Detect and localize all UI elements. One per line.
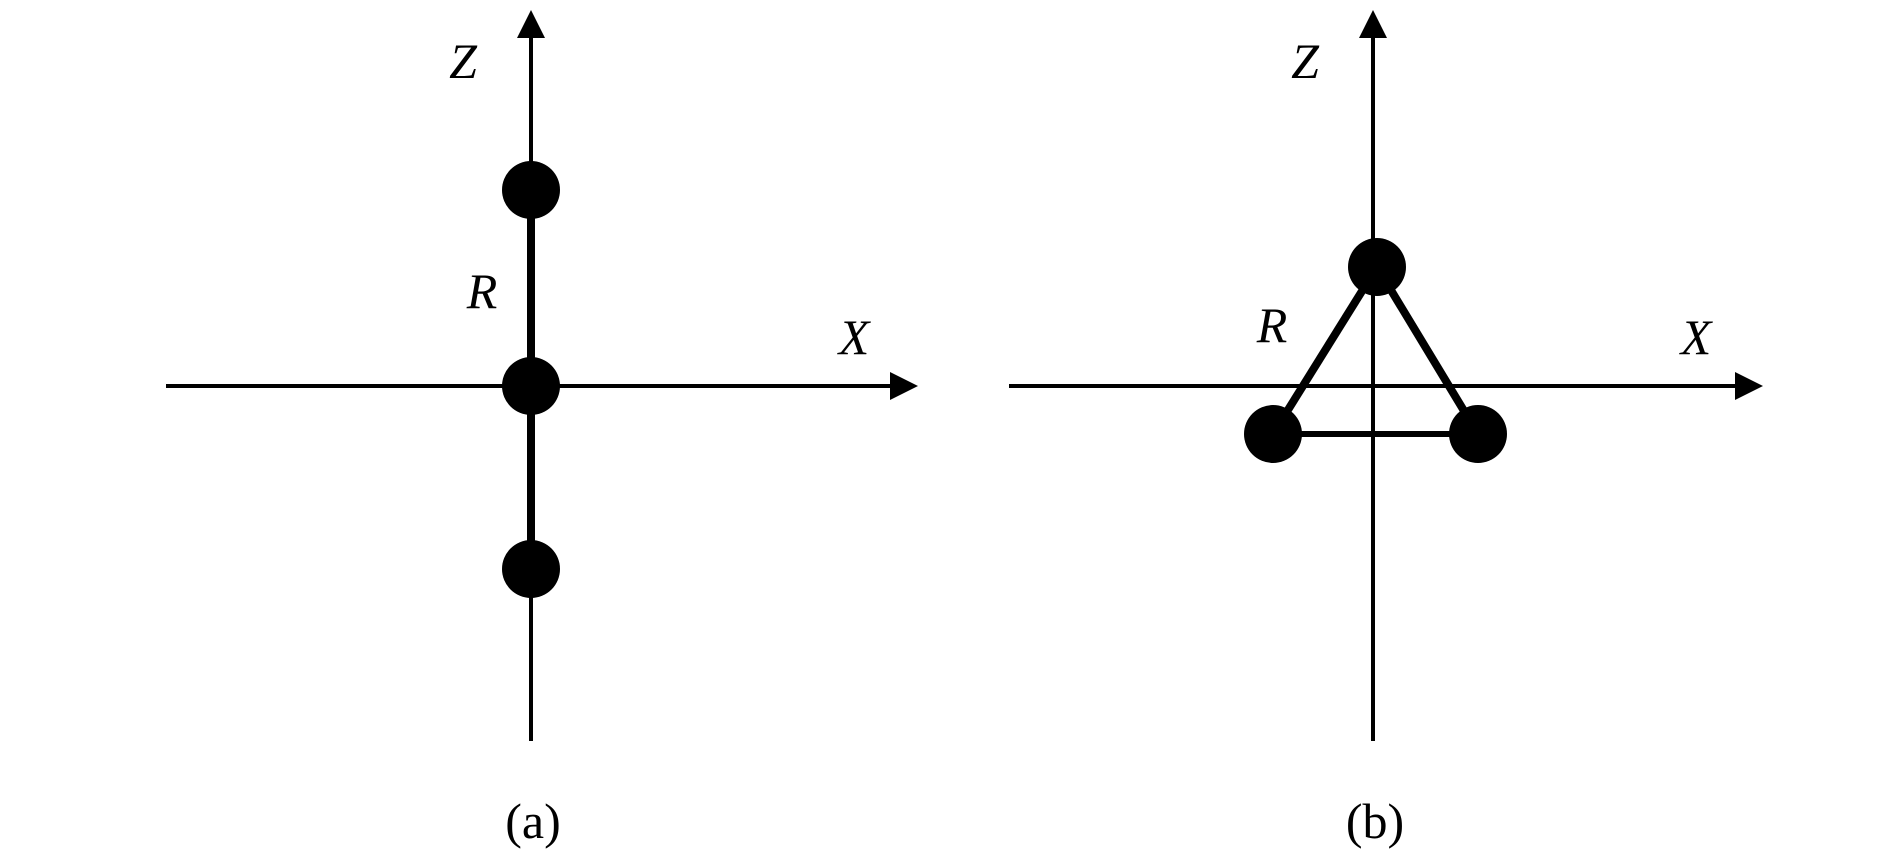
x-axis-arrowhead <box>890 372 918 400</box>
panel-a: Z R X (a) <box>166 10 918 849</box>
atom-center <box>502 357 560 415</box>
atom-top <box>1348 238 1406 296</box>
z-axis-label: Z <box>1291 33 1320 89</box>
atom-top <box>502 161 560 219</box>
z-axis-label: Z <box>449 33 478 89</box>
panel-caption: (b) <box>1346 793 1404 849</box>
bond-right <box>1373 264 1482 437</box>
bond-left <box>1269 264 1381 437</box>
r-label: R <box>466 263 498 319</box>
panel-b: Z R X (b) <box>1009 10 1763 849</box>
r-label: R <box>1256 297 1288 353</box>
z-axis-arrowhead <box>517 10 545 38</box>
atom-right <box>1449 405 1507 463</box>
z-axis-arrowhead <box>1359 10 1387 38</box>
x-axis-label: X <box>837 309 872 365</box>
x-axis-label: X <box>1679 309 1714 365</box>
x-axis-arrowhead <box>1735 372 1763 400</box>
atom-bottom <box>502 540 560 598</box>
atom-left <box>1244 405 1302 463</box>
panel-caption: (a) <box>505 793 561 849</box>
